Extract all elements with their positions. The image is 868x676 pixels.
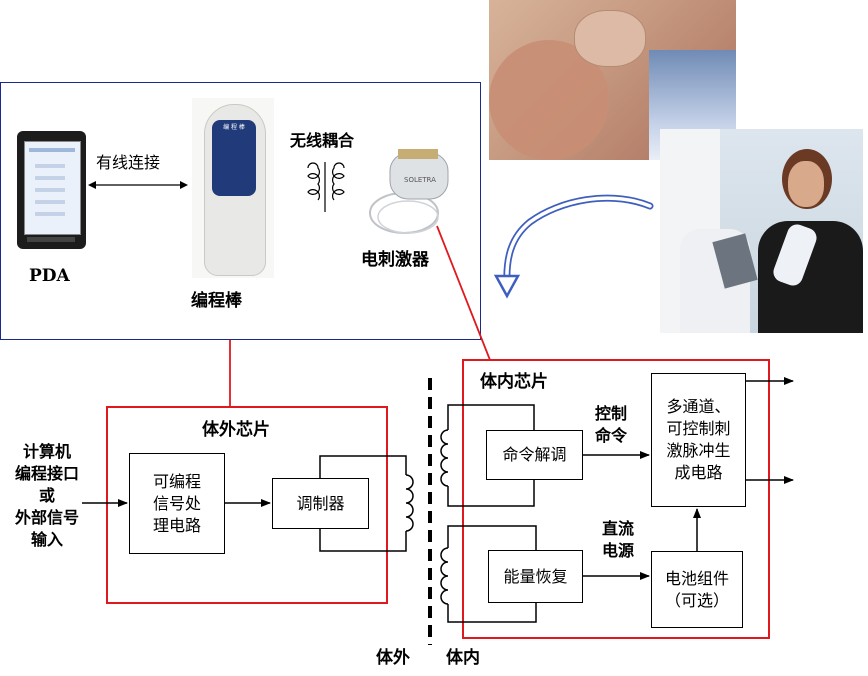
modulator-box: 调制器 — [272, 478, 369, 529]
pda-device — [17, 131, 86, 249]
external-chip-title: 体外芯片 — [202, 420, 270, 440]
transformer-icon — [307, 162, 345, 212]
command-demod-box: 命令解调 — [486, 430, 583, 480]
external-chip-box — [106, 406, 388, 604]
multichannel-pulse-box: 多通道、 可控制刺 激脉冲生 成电路 — [651, 373, 746, 507]
wired-connection-arrow — [88, 181, 188, 189]
patient-photo — [660, 129, 863, 333]
input-label: 计算机 编程接口 或 外部信号 输入 — [14, 442, 79, 549]
control-command-label: 控制 命令 — [595, 404, 628, 445]
outside-body-label: 体外 — [376, 648, 410, 668]
stimulator-label: 电刺激器 — [361, 250, 429, 270]
internal-chip-title: 体内芯片 — [480, 372, 548, 392]
energy-recovery-box: 能量恢复 — [488, 550, 583, 603]
stimulator-device-text: SOLETRA — [404, 176, 436, 184]
inside-body-label: 体内 — [446, 648, 480, 668]
pda-label: PDA — [29, 266, 70, 286]
stimulator-device: SOLETRA — [368, 143, 454, 243]
wired-connection-label: 有线连接 — [96, 153, 161, 172]
battery-box: 电池组件 （可选） — [651, 551, 743, 628]
wand-device-text: 编 程 棒 — [223, 124, 245, 131]
internal-chip-box — [462, 359, 770, 639]
signal-processor-box: 可编程 信号处 理电路 — [129, 453, 225, 554]
dc-power-label: 直流 电源 — [602, 519, 635, 560]
wireless-coupling-label: 无线耦合 — [290, 131, 355, 150]
programmer-panel — [0, 82, 481, 340]
wand-label: 编程棒 — [191, 291, 242, 311]
programming-wand: 编 程 棒 — [192, 98, 274, 278]
